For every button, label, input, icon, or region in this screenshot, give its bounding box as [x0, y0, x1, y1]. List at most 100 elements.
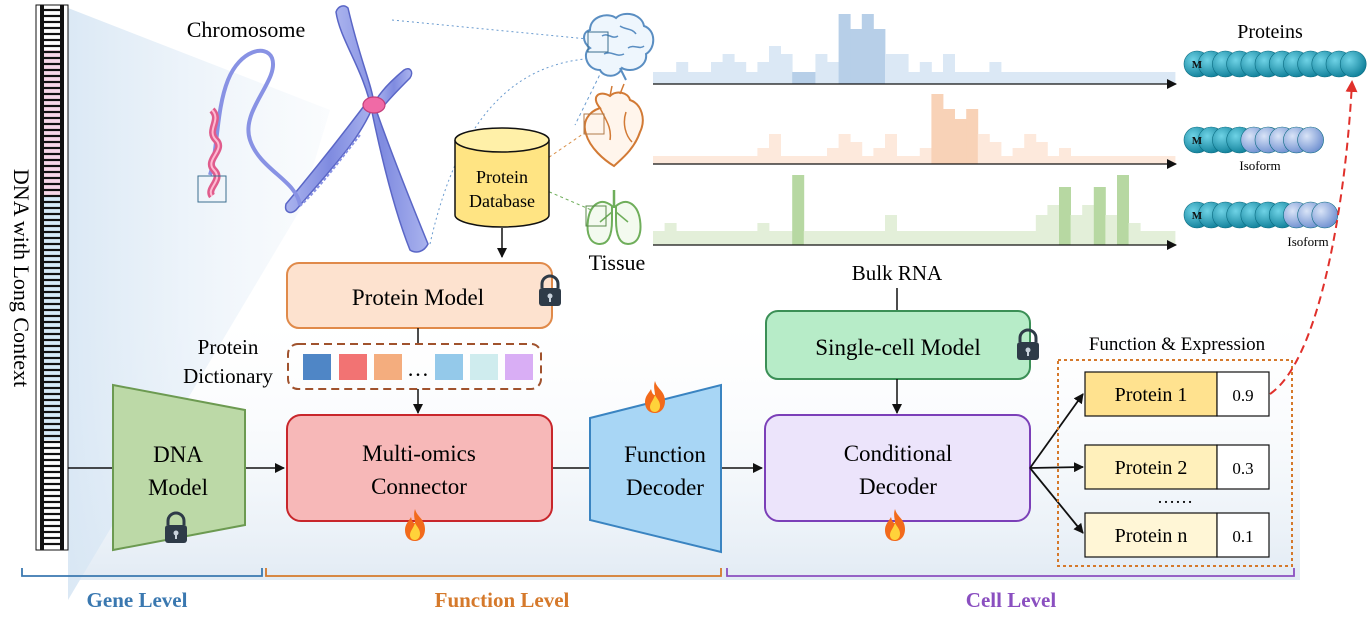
protein-model-label: Protein Model: [352, 285, 484, 310]
histogram-bar: [908, 156, 921, 164]
histogram-bar: [1082, 205, 1095, 245]
histogram-bar: [1001, 231, 1013, 245]
histogram-bar: [977, 231, 990, 245]
histogram-bar: [653, 231, 665, 245]
histogram-bar: [1059, 187, 1071, 245]
histogram-bar: [687, 156, 700, 164]
histogram-bar: [722, 54, 735, 84]
output-value-cell: [1216, 512, 1270, 558]
histogram-bar: [861, 231, 874, 245]
histogram-bar: [1047, 156, 1060, 164]
histogram-bar: [757, 148, 770, 164]
histogram-bar: [1059, 72, 1071, 84]
histogram-bar: [1093, 156, 1106, 164]
histogram-bar: [966, 109, 979, 164]
histogram-bar: [919, 148, 932, 164]
protein-bead: [1339, 50, 1367, 78]
conditional-to-protein1-arrow: [1029, 393, 1084, 469]
histogram-bar: [827, 148, 839, 164]
token-orange: [374, 354, 402, 380]
histogram-bar: [815, 54, 828, 84]
histogram-bar: [711, 62, 723, 84]
gene-level-label: Gene Level: [87, 588, 188, 612]
bulk-rna-label: Bulk RNA: [852, 261, 943, 285]
histogram-bar: [815, 156, 828, 164]
histogram-bar: [896, 231, 909, 245]
histogram-bar: [699, 72, 712, 84]
token-cyan: [470, 354, 498, 380]
histogram-bar: [1001, 72, 1013, 84]
lock-icon: [1017, 328, 1039, 360]
histogram-bar: [653, 156, 665, 164]
protein-bead: [1297, 126, 1324, 154]
function-decoder-line1: Function: [624, 442, 706, 467]
histogram-bar: [687, 72, 700, 84]
isoform-label-2: Isoform: [1287, 234, 1328, 249]
conditional-to-protein2-arrow: [1029, 462, 1084, 473]
histogram-bar: [769, 134, 781, 164]
histogram-bar: [676, 156, 689, 164]
chromosome-link-top: [391, 19, 599, 41]
histogram-bar: [1128, 156, 1141, 164]
histogram-bar: [745, 72, 758, 84]
histogram-bar: [838, 231, 851, 245]
flame-icon: [405, 509, 425, 541]
histogram-bar: [722, 231, 735, 245]
histogram-bar: [1105, 215, 1118, 245]
flame-icon: [645, 381, 665, 413]
histogram-bar: [815, 231, 828, 245]
histogram-bar: [1035, 215, 1048, 245]
histogram-bar: [1128, 72, 1141, 84]
histogram-bar: [931, 231, 944, 245]
histogram-bar: [792, 156, 805, 164]
histogram-bar: [664, 72, 677, 84]
histogram-bar: [1035, 72, 1048, 84]
lung-link: [544, 189, 597, 213]
function-decoder-line2: Decoder: [626, 475, 704, 500]
output-protein-name: Protein 1: [1115, 384, 1188, 406]
function-expression-title: Function & Expression: [1089, 334, 1266, 355]
histogram-bar: [769, 231, 781, 245]
histogram-bar: [734, 231, 747, 245]
histogram-bar: [1012, 231, 1025, 245]
histogram-bar: [1117, 72, 1129, 84]
histogram-bar: [861, 156, 874, 164]
histogram-bar: [1128, 223, 1141, 245]
histogram-bar: [803, 72, 816, 84]
histogram-bar: [1082, 156, 1095, 164]
multi-omics-connector-box: [286, 414, 553, 522]
proteins-label: Proteins: [1237, 21, 1303, 43]
histogram-bar: [664, 223, 677, 245]
isoform-label-1: Isoform: [1239, 158, 1280, 173]
output-row-n: Protein n 0.1: [1084, 512, 1270, 558]
output-value-cell: [1216, 444, 1270, 490]
output-protein-value: 0.9: [1232, 386, 1253, 405]
histogram-bar: [757, 62, 770, 84]
token-red: [339, 354, 367, 380]
cell-level-label: Cell Level: [966, 588, 1057, 612]
histogram-bar: [977, 72, 990, 84]
conditional-to-proteinn-arrow: [1029, 467, 1084, 534]
tissue-label: Tissue: [589, 250, 646, 275]
lung-expression-histogram: [653, 175, 1176, 245]
histogram-bar: [885, 54, 897, 84]
brain-expression-histogram: [653, 14, 1176, 84]
output-to-protein-arrow: [1269, 80, 1358, 395]
output-value-cell: [1216, 371, 1270, 417]
dictionary-tokens: [303, 354, 533, 380]
connector-line2: Connector: [371, 474, 467, 499]
function-level-label: Function Level: [435, 588, 570, 612]
protein-dictionary-line2: Dictionary: [183, 364, 273, 388]
dna-ladder: [35, 4, 69, 551]
histogram-bar: [1024, 134, 1037, 164]
histogram-bar: [1140, 72, 1153, 84]
histogram-bar: [896, 156, 909, 164]
histogram-bar: [1082, 72, 1095, 84]
dna-model-line2: Model: [148, 475, 208, 500]
histogram-bar: [943, 54, 955, 84]
token-purple: [505, 354, 533, 380]
lock-icon: [539, 274, 561, 306]
histogram-bar: [838, 134, 851, 164]
histogram-bar: [792, 72, 805, 84]
